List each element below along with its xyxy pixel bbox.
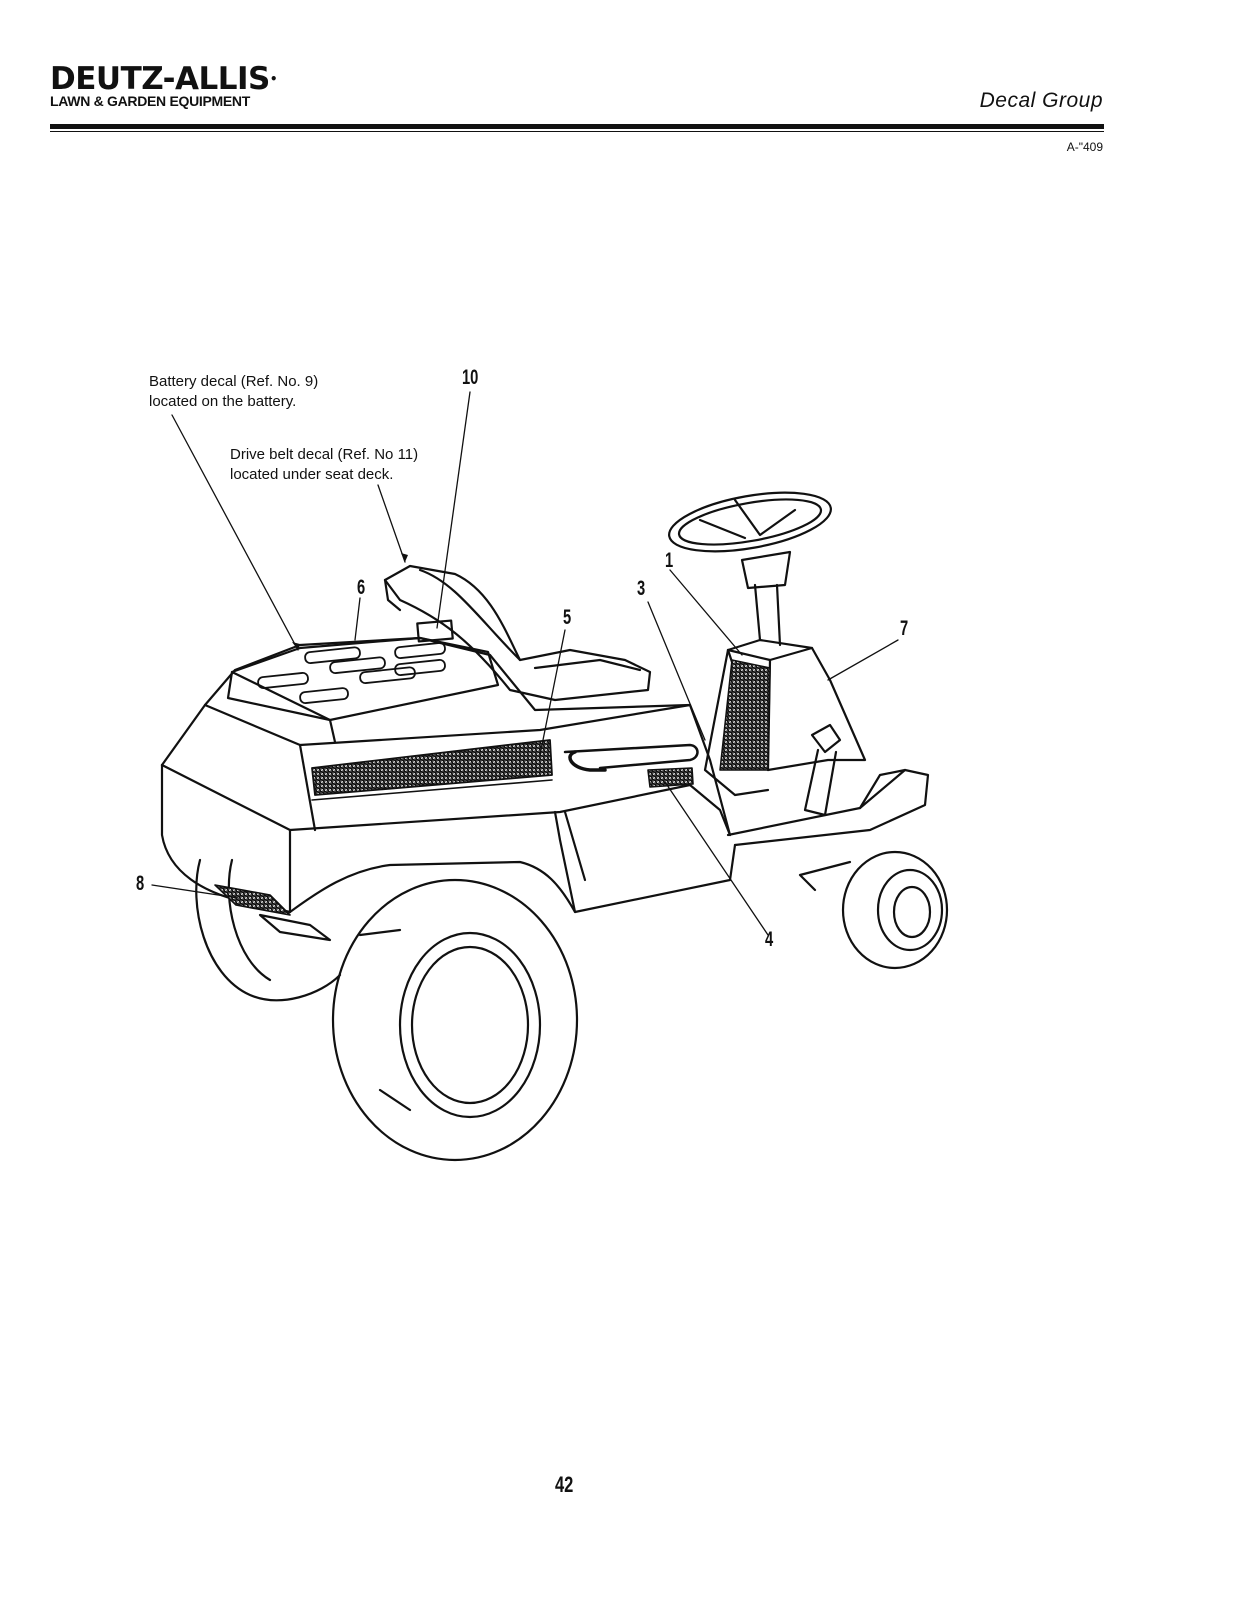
foot-pedal [803, 723, 842, 817]
callout-5: 5 [563, 606, 572, 629]
header-rule-thin [50, 131, 1104, 132]
document-code: A-"409 [1066, 140, 1103, 154]
brand-logo: DEUTZ-ALLIS• LAWN & GARDEN EQUIPMENT [50, 61, 278, 109]
leader-lines [151, 391, 899, 936]
leader-arrowheads [292, 553, 408, 650]
side-decal-stripe [311, 739, 553, 801]
page-number: 42 [555, 1472, 574, 1497]
shift-handle [563, 743, 699, 772]
callout-10: 10 [462, 366, 479, 389]
brand-name: DEUTZ-ALLIS• [50, 61, 278, 97]
footrest-deck [726, 768, 930, 847]
engine-cover [226, 636, 500, 744]
steering-wheel [668, 491, 832, 553]
front-right-wheel [798, 850, 949, 970]
rear-decal-plate [214, 884, 332, 942]
battery-note-line-2: located on the battery. [149, 393, 297, 410]
fender-decal [647, 767, 694, 788]
rear-right-wheel [331, 878, 579, 1162]
header-rule [50, 124, 1104, 129]
callout-6: 6 [357, 576, 366, 599]
battery-note-line-1: Battery decal (Ref. No. 9) [149, 373, 319, 390]
steering-console [703, 550, 867, 797]
drive-belt-decal-note: Drive belt decal (Ref. No 11) located un… [230, 445, 418, 485]
callout-1: 1 [665, 549, 674, 572]
belt-note-line-1: Drive belt decal (Ref. No 11) [230, 446, 419, 463]
seat [383, 564, 652, 702]
rear-left-tire [195, 858, 342, 1002]
callout-3: 3 [637, 577, 646, 600]
callout-8: 8 [136, 872, 145, 895]
belt-note-line-2: located under seat deck. [230, 466, 394, 483]
brand-subtitle: LAWN & GARDEN EQUIPMENT [50, 93, 250, 109]
battery-decal-note: Battery decal (Ref. No. 9) located on th… [149, 372, 318, 412]
callout-7: 7 [900, 617, 909, 640]
section-title: Decal Group [979, 89, 1103, 112]
callout-4: 4 [765, 928, 774, 951]
